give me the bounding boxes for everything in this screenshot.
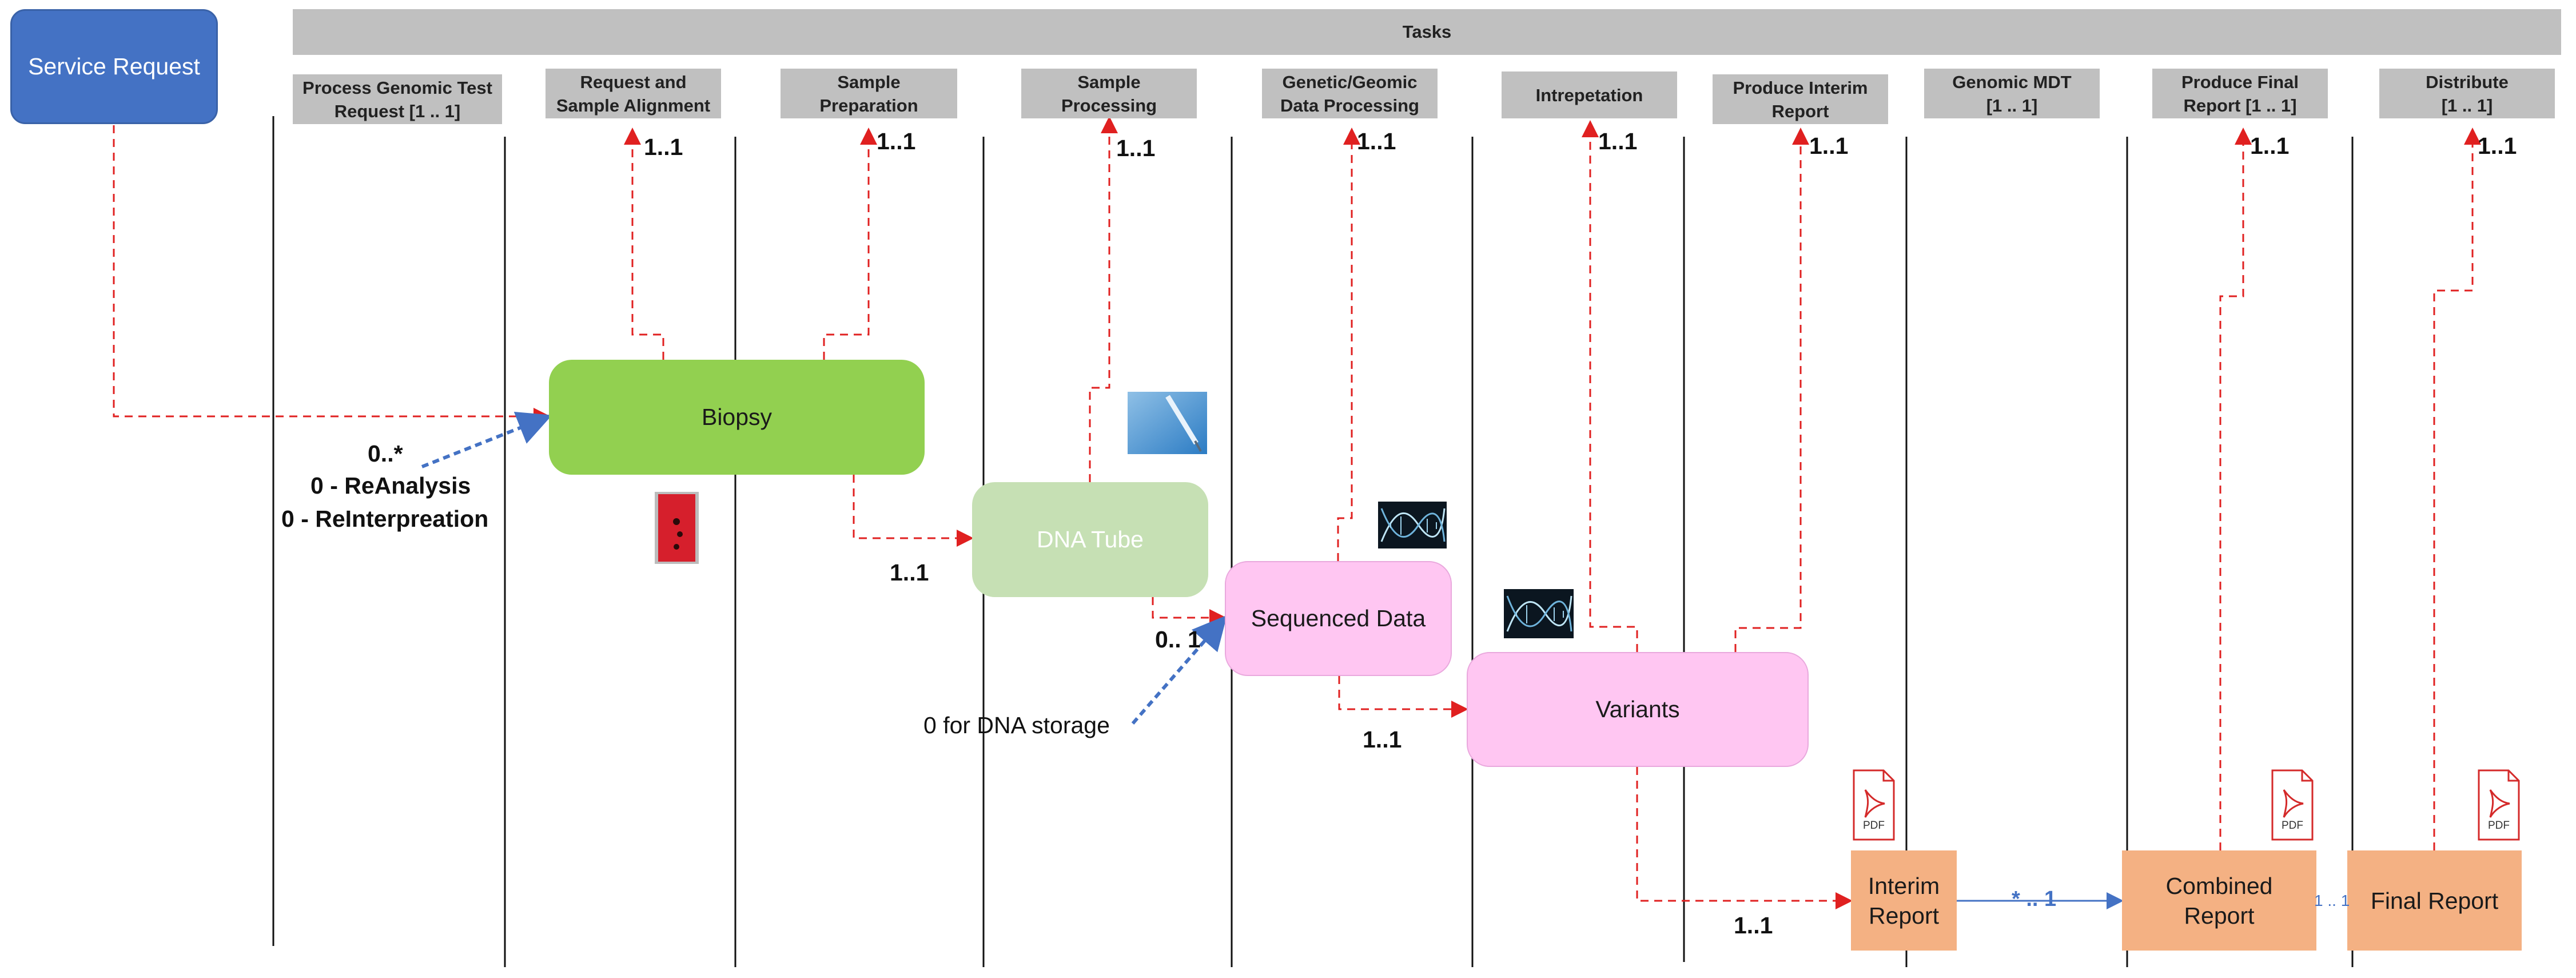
- interim-report-label: Interim Report: [1868, 872, 1940, 929]
- dna-helix-icon: [1504, 589, 1574, 638]
- multiplicity-label: 1..1: [1357, 128, 1396, 154]
- arrow-reanalysis-to-biopsy: [421, 412, 552, 468]
- pdf-badge-label: PDF: [2488, 820, 2510, 832]
- arrow-variants-to-interim: [1636, 767, 1853, 909]
- arrow-dnatube-to-processing: [1089, 116, 1118, 482]
- arrow-dnatube-to-seqdata: [1152, 597, 1227, 626]
- arrow-variants-to-interpretation: [1582, 120, 1638, 652]
- arrow-final-to-distribute: [2433, 128, 2481, 850]
- variants-node[interactable]: Variants: [1467, 652, 1809, 767]
- multiplicity-label: 1..1: [1598, 128, 1638, 154]
- pdf-badge-label: PDF: [2282, 820, 2303, 832]
- final-report-label: Final Report: [2370, 887, 2499, 914]
- arrow-seqdata-to-variants: [1338, 676, 1468, 718]
- reinterpretation-label: 0 - ReInterpreation: [281, 506, 489, 532]
- task-label: Genetic/Geomic Data Processing: [1280, 71, 1419, 116]
- task-label: Produce Interim Report: [1733, 77, 1868, 121]
- task-sample-processing[interactable]: Sample Processing: [1021, 69, 1197, 118]
- multiplicity-label: 0.. 1: [1155, 626, 1201, 653]
- task-label: Distribute [1 .. 1]: [2426, 71, 2509, 116]
- task-sample-preparation[interactable]: Sample Preparation: [781, 69, 957, 118]
- sequenced-data-node[interactable]: Sequenced Data: [1225, 561, 1452, 676]
- multiplicity-label: 1..1: [1734, 912, 1773, 939]
- task-interpretation[interactable]: Intrepetation: [1502, 71, 1677, 118]
- tasks-title: Tasks: [1402, 22, 1452, 42]
- arrow-combined-to-final-task: [2219, 128, 2252, 850]
- interim-combined-multiplicity: * .. 1: [2012, 887, 2057, 911]
- multiplicity-label: 1..1: [877, 128, 916, 154]
- combined-report-label: Combined Report: [2165, 872, 2273, 929]
- arrow-service-to-biopsy: [113, 125, 551, 425]
- task-label: Process Genomic Test Request [1 .. 1]: [302, 77, 492, 121]
- pdf-badge-label: PDF: [1863, 820, 1885, 832]
- arrow-variants-to-interim-task: [1734, 128, 1809, 652]
- task-label: Request and Sample Alignment: [556, 71, 711, 116]
- dna-tube-node[interactable]: DNA Tube: [972, 482, 1208, 597]
- task-distribute[interactable]: Distribute [1 .. 1]: [2379, 69, 2555, 118]
- dna-tube-label: DNA Tube: [1037, 526, 1144, 552]
- arrow-biopsy-to-dnatube: [853, 475, 974, 547]
- arrow-storage-to-seqdata: [1131, 615, 1227, 725]
- multiplicity-label: 1..1: [644, 134, 683, 160]
- task-label: Produce Final Report [1 .. 1]: [2181, 71, 2299, 116]
- pipette-icon: [1128, 392, 1207, 454]
- multiplicity-label: 1..1: [1809, 133, 1849, 159]
- task-produce-interim-report[interactable]: Produce Interim Report: [1713, 74, 1888, 124]
- task-produce-final-report[interactable]: Produce Final Report [1 .. 1]: [2152, 69, 2328, 118]
- reanalysis-multiplicity: 0..*: [368, 440, 403, 467]
- combined-final-multiplicity: 1 .. 1: [2314, 892, 2350, 909]
- task-label: Sample Processing: [1061, 71, 1157, 116]
- tasks-header: Tasks: [293, 9, 2561, 55]
- task-genomic-mdt[interactable]: Genomic MDT [1 .. 1]: [1924, 69, 2100, 118]
- multiplicity-label: 1..1: [2478, 133, 2517, 159]
- task-process-genomic-test-request[interactable]: Process Genomic Test Request [1 .. 1]: [293, 74, 502, 124]
- task-label: Sample Preparation: [819, 71, 918, 116]
- multiplicity-label: 1..1: [890, 559, 929, 586]
- task-label: Genomic MDT [1 .. 1]: [1952, 71, 2072, 116]
- arrow-seqdata-to-dataprocessing: [1337, 128, 1360, 561]
- arrow-biopsy-to-preparation: [823, 128, 877, 360]
- task-data-processing[interactable]: Genetic/Geomic Data Processing: [1262, 69, 1438, 118]
- biopsy-label: Biopsy: [701, 404, 773, 430]
- task-label: Intrepetation: [1535, 85, 1643, 105]
- multiplicity-label: 1..1: [2250, 133, 2290, 159]
- pdf-icon[interactable]: PDF: [2271, 769, 2314, 841]
- dna-storage-label: 0 for DNA storage: [923, 712, 1110, 738]
- variants-label: Variants: [1595, 696, 1680, 722]
- multiplicity-label: 1..1: [1363, 726, 1402, 753]
- reanalysis-label: 0 - ReAnalysis: [310, 472, 471, 499]
- pdf-icon[interactable]: PDF: [1853, 769, 1895, 841]
- combined-report-node[interactable]: Combined Report: [2122, 850, 2316, 951]
- task-request-sample-alignment[interactable]: Request and Sample Alignment: [546, 69, 721, 118]
- arrow-biopsy-to-alignment: [624, 128, 664, 360]
- sequenced-data-label: Sequenced Data: [1251, 605, 1426, 631]
- final-report-node[interactable]: Final Report: [2347, 850, 2522, 951]
- blood-tube-icon: [655, 492, 699, 564]
- interim-report-node[interactable]: Interim Report: [1851, 850, 1957, 951]
- dna-helix-icon: [1378, 502, 1447, 548]
- service-request-node[interactable]: Service Request: [10, 9, 218, 124]
- biopsy-node[interactable]: Biopsy: [549, 360, 925, 475]
- multiplicity-label: 1..1: [1116, 135, 1156, 161]
- pdf-icon[interactable]: PDF: [2478, 769, 2520, 841]
- service-request-label: Service Request: [28, 53, 200, 79]
